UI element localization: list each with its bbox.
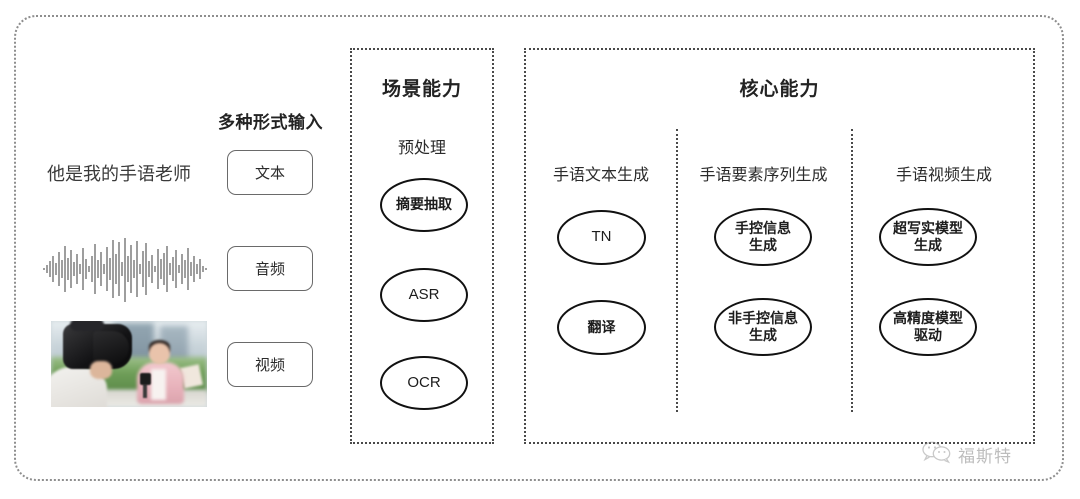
thumb-microphone bbox=[139, 372, 151, 385]
node-ocr[interactable]: OCR bbox=[380, 356, 468, 410]
input-chip-video[interactable]: 视频 bbox=[227, 342, 313, 387]
node-summary-extraction[interactable]: 摘要抽取 bbox=[380, 178, 468, 232]
node-translation[interactable]: 翻译 bbox=[557, 300, 646, 355]
input-chip-audio[interactable]: 音频 bbox=[227, 246, 313, 291]
node-hyperrealistic-model-generation[interactable]: 超写实模型生成 bbox=[879, 208, 977, 266]
audio-waveform-icon bbox=[42, 234, 210, 304]
thumb-camera-lens bbox=[93, 331, 129, 364]
node-tn[interactable]: TN bbox=[557, 210, 646, 265]
panel-core-title: 核心能力 bbox=[739, 79, 820, 100]
core-column-divider-2 bbox=[851, 129, 853, 412]
node-manual-information-generation[interactable]: 手控信息生成 bbox=[714, 208, 812, 266]
node-high-precision-model-driving[interactable]: 高精度模型驱动 bbox=[879, 298, 977, 356]
core-column-divider-1 bbox=[676, 129, 678, 412]
panel-scene-title: 场景能力 bbox=[381, 79, 462, 100]
thumb-reporter-head bbox=[149, 343, 170, 364]
video-thumbnail bbox=[51, 321, 207, 407]
thumb-reporter-shirt bbox=[150, 369, 167, 401]
column-header-sign-element-sequence-generation: 手语要素序列生成 bbox=[699, 167, 828, 184]
sample-sentence-text: 他是我的手语老师 bbox=[47, 164, 191, 184]
input-chip-audio-label: 音频 bbox=[254, 261, 285, 278]
panel-core-capability: 核心能力 手语文本生成 TN 翻译 手语要素序列生成 手控信息生成 非手控信息生… bbox=[524, 48, 1035, 444]
node-asr[interactable]: ASR bbox=[380, 268, 468, 322]
thumb-camera-top bbox=[69, 321, 105, 332]
node-non-manual-information-generation[interactable]: 非手控信息生成 bbox=[714, 298, 812, 356]
input-chip-text[interactable]: 文本 bbox=[227, 150, 313, 195]
watermark: 福斯特 bbox=[922, 440, 1012, 469]
wechat-icon bbox=[922, 440, 952, 469]
outer-frame bbox=[14, 15, 1064, 481]
panel-scene-capability: 场景能力 预处理 摘要抽取 ASR OCR bbox=[350, 48, 494, 444]
thumb-hand bbox=[90, 360, 112, 380]
watermark-text: 福斯特 bbox=[958, 447, 1012, 466]
column-header-sign-video-generation: 手语视频生成 bbox=[895, 167, 992, 184]
thumb-mic-stick bbox=[143, 383, 147, 398]
input-section-heading: 多种形式输入 bbox=[218, 113, 323, 132]
column-header-preprocess: 预处理 bbox=[397, 140, 446, 157]
input-chip-text-label: 文本 bbox=[254, 165, 285, 182]
column-header-sign-text-generation: 手语文本生成 bbox=[552, 167, 649, 184]
input-chip-video-label: 视频 bbox=[254, 357, 285, 374]
